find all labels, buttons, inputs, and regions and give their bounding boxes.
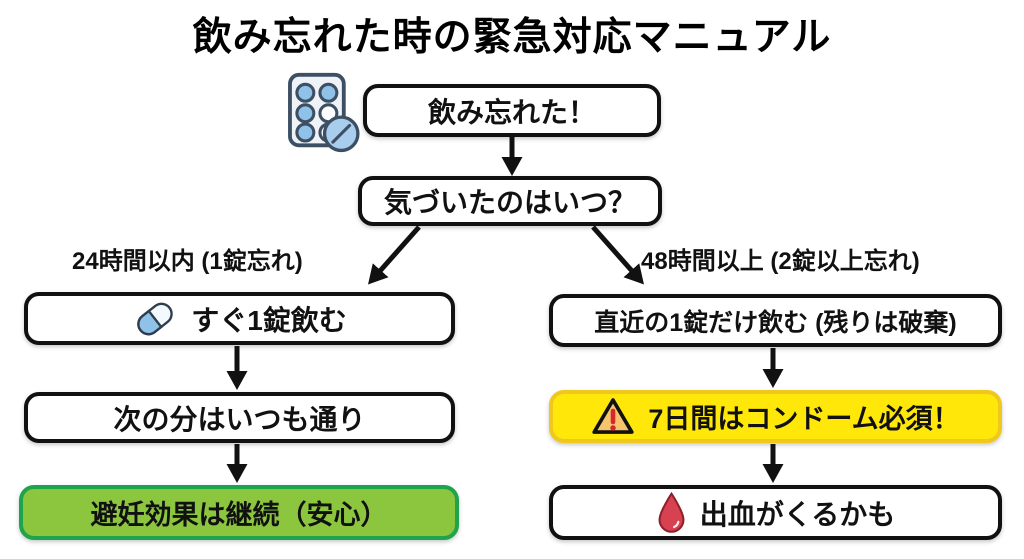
branch-label-right: 48時間以上 (2錠以上忘れ) [641, 248, 920, 275]
left-step-effect-continues-box: 避妊効果は継続（安心） [19, 485, 459, 540]
right-step-condom-box: 7日間はコンドーム必須！ [549, 390, 1002, 443]
page-title: 飲み忘れた時の緊急対応マニュアル [192, 16, 832, 59]
pill-blister-pack-icon [288, 72, 360, 153]
right-step-take-recent-label: 直近の1錠だけ飲む (残りは破棄) [594, 308, 957, 337]
right-step-take-recent-box: 直近の1錠だけ飲む (残りは破棄) [549, 294, 1002, 347]
arrow-question-to-right [591, 225, 644, 285]
start-box: 飲み忘れた！ [363, 84, 661, 137]
right-step-bleeding-box: 出血がくるかも [549, 485, 1002, 540]
branch-label-left: 24時間以内 (1錠忘れ) [72, 248, 303, 275]
start-box-label: 飲み忘れた！ [427, 96, 596, 128]
right-step-bleeding-label: 出血がくるかも [699, 498, 896, 530]
capsule-icon [137, 302, 173, 335]
left-step-take-one-label: すぐ1錠飲む [191, 304, 347, 336]
left-step-take-one-box: すぐ1錠飲む [24, 292, 455, 345]
question-box-label: 気づいたのはいつ？ [383, 187, 636, 218]
arrow-question-to-left [368, 225, 421, 285]
right-step-condom-label: 7日間はコンドーム必須！ [648, 404, 960, 434]
question-box: 気づいたのはいつ？ [358, 176, 662, 226]
left-step-effect-continues-label: 避妊効果は継続（安心） [90, 500, 388, 530]
left-step-next-dose-label: 次の分はいつも通り [113, 403, 366, 435]
warning-icon [592, 398, 635, 434]
blood-drop-icon [658, 492, 685, 533]
left-step-next-dose-box: 次の分はいつも通り [24, 392, 455, 443]
